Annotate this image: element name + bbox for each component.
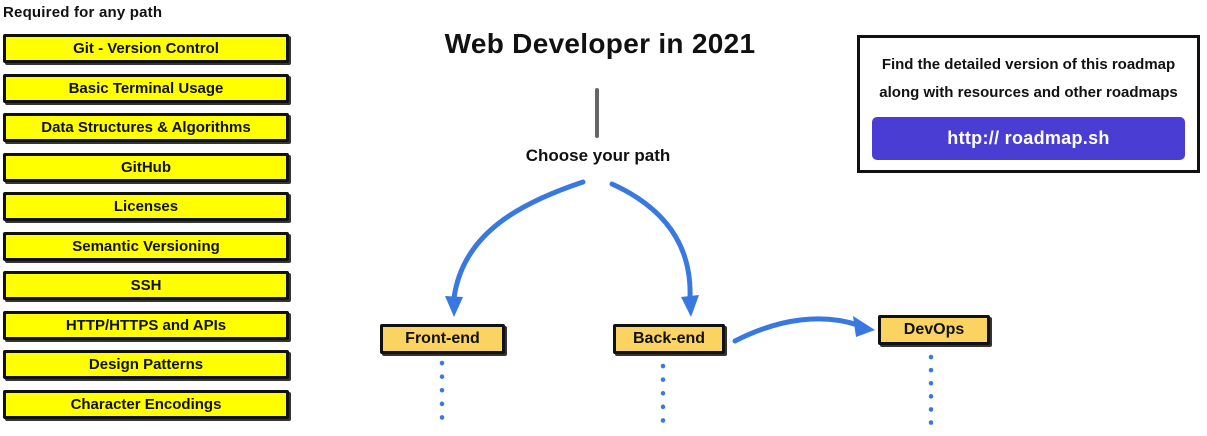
info-text-line2: along with resources and other roadmaps xyxy=(879,84,1178,101)
topic-character-encodings[interactable]: Character Encodings xyxy=(3,389,289,419)
arrow-backend-to-devops-head xyxy=(853,316,875,337)
node-backend[interactable]: Back-end xyxy=(613,324,725,354)
topic-data-structures-algorithms[interactable]: Data Structures & Algorithms xyxy=(3,113,289,142)
node-frontend[interactable]: Front-end xyxy=(380,324,505,354)
roadmap-sh-link-button[interactable]: http:// roadmap.sh xyxy=(872,117,1185,160)
topic-basic-terminal-usage[interactable]: Basic Terminal Usage xyxy=(3,73,289,103)
required-heading: Required for any path xyxy=(3,4,163,21)
choose-path-label: Choose your path xyxy=(525,146,671,165)
topic-github[interactable]: GitHub xyxy=(3,152,289,182)
arrow-backend-to-devops xyxy=(732,316,861,344)
arrow-to-frontend-head xyxy=(445,296,463,317)
topic-git-version-control[interactable]: Git - Version Control xyxy=(3,34,289,63)
arrow-to-backend-head xyxy=(681,295,699,317)
title-connector-line xyxy=(595,88,599,138)
arrow-to-frontend xyxy=(451,179,586,301)
topic-ssh[interactable]: SSH xyxy=(3,271,289,300)
page-title: Web Developer in 2021 xyxy=(444,28,756,59)
topic-licenses[interactable]: Licenses xyxy=(3,192,289,221)
arrow-to-backend xyxy=(609,181,693,301)
node-devops[interactable]: DevOps xyxy=(878,315,990,345)
topic-http-https-apis[interactable]: HTTP/HTTPS and APIs xyxy=(3,310,289,340)
topic-semantic-versioning[interactable]: Semantic Versioning xyxy=(3,231,289,261)
info-text-line1: Find the detailed version of this roadma… xyxy=(881,56,1176,73)
required-topic-list: Git - Version Control Basic Terminal Usa… xyxy=(3,34,289,419)
topic-design-patterns[interactable]: Design Patterns xyxy=(3,350,289,379)
roadmap-info-box: Find the detailed version of this roadma… xyxy=(857,35,1200,173)
